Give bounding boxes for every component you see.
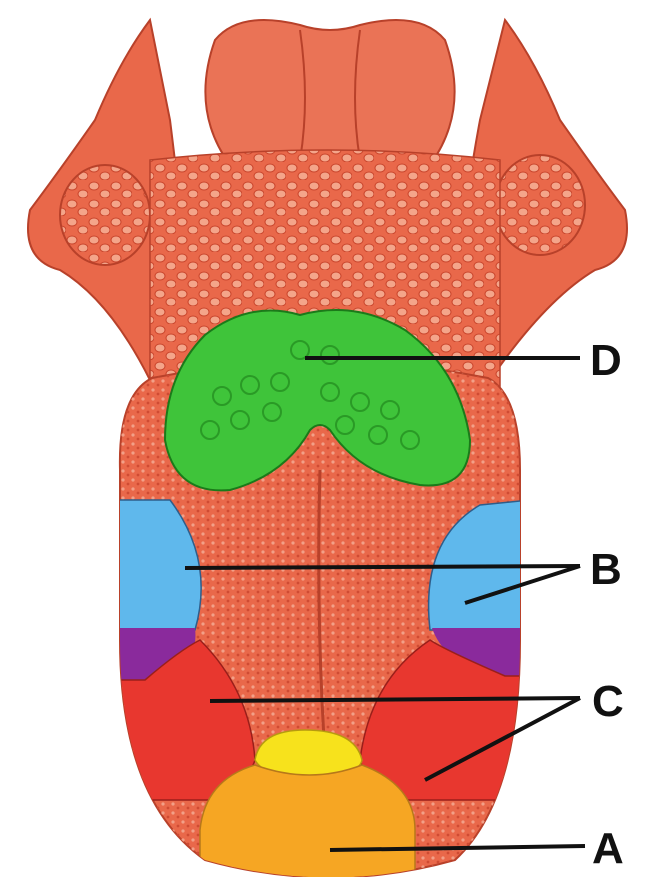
- left-tonsil: [60, 165, 150, 265]
- label-c: C: [592, 677, 624, 726]
- region-a: [200, 765, 415, 877]
- right-tonsil: [495, 155, 585, 255]
- leader-b-left: [185, 566, 580, 568]
- label-d: D: [590, 336, 622, 385]
- label-a: A: [592, 824, 624, 873]
- label-b: B: [590, 545, 622, 594]
